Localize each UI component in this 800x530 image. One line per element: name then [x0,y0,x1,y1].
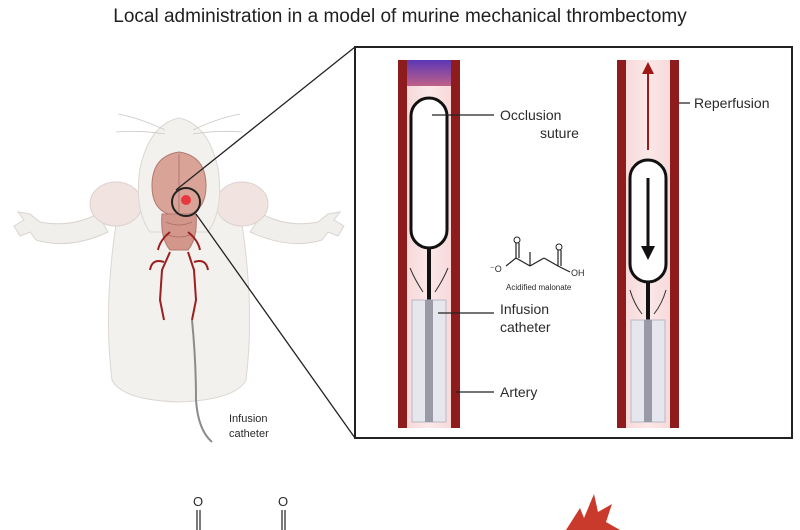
molecule-o-atom-1 [513,236,521,244]
mouse-brain [151,151,207,251]
mouse-right-arm [249,211,345,245]
mouse-body [107,199,251,403]
molecule-o-atom-2 [555,243,563,251]
artery-wall-left-2 [617,60,626,428]
occlusion-suture [409,96,449,250]
vessel-occluded [398,60,460,428]
mouse-left-arm [13,211,109,245]
occlusion-label-line1: Occlusion [500,107,561,123]
malonate-molecule [505,243,571,273]
infusion-catheter-label-line1: Infusion [500,301,549,317]
mouse-whiskers [115,113,243,135]
artery-label: Artery [500,384,537,400]
zoom-circle [171,187,201,217]
bottom-atom-o-1: O [193,494,203,509]
artery-wall-right-2 [670,60,679,428]
bottom-partial-content [196,494,620,530]
molecule-o-minus: ⁻O [490,264,502,274]
bottom-atom-o-2: O [278,494,288,509]
figure-title: Local administration in a model of murin… [113,6,687,27]
artery-wall-left [398,60,407,428]
mouse-illustration [13,113,345,443]
molecule-oh: OH [571,268,585,278]
cerebral-arteries [149,231,209,321]
zoom-line-bottom [195,213,356,439]
red-starburst [566,494,620,530]
mouse-infusion-label-line2: catheter [229,428,269,440]
mouse-left-ear [89,181,143,227]
reperfusion-label: Reperfusion [694,95,770,111]
mouse-right-ear [215,181,269,227]
artery-wall-right [451,60,460,428]
infusion-catheter-label-line2: catheter [500,319,551,335]
zoom-line-top [175,46,356,191]
vessel-reperfused [617,60,679,428]
infusion-catheter-line [191,319,213,443]
occlusion-site-marker [181,195,191,205]
molecule-caption: Acidified malonate [506,283,572,292]
mouse-infusion-label-line1: Infusion [229,413,268,425]
occlusion-label-line2: suture [540,125,579,141]
